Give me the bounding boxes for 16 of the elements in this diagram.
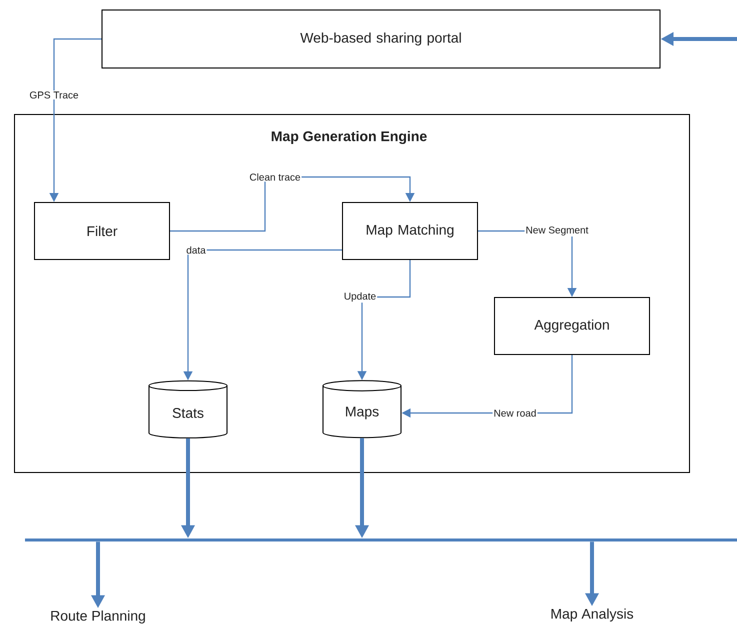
arrow: [170, 176, 415, 232]
edge-label: Update: [342, 291, 378, 303]
edge-label: New road: [492, 408, 538, 418]
edge-label: New Segment: [524, 225, 590, 237]
database-cylinder: Stats: [148, 380, 228, 438]
edge-label: data: [185, 245, 207, 255]
output-label: Map Analysis: [552, 608, 634, 622]
process-box: Web-based sharing portal: [102, 10, 660, 68]
database-cylinder: Maps: [322, 380, 402, 438]
output-label: Route Planning: [51, 610, 145, 624]
process-box: Map Matching: [342, 202, 478, 260]
process-box: Aggregation: [494, 297, 650, 355]
bus-line: [25, 538, 737, 542]
edge-label: GPS Trace: [28, 90, 80, 100]
edge-label: Clean trace: [248, 172, 302, 182]
process-box: Filter: [34, 202, 170, 260]
